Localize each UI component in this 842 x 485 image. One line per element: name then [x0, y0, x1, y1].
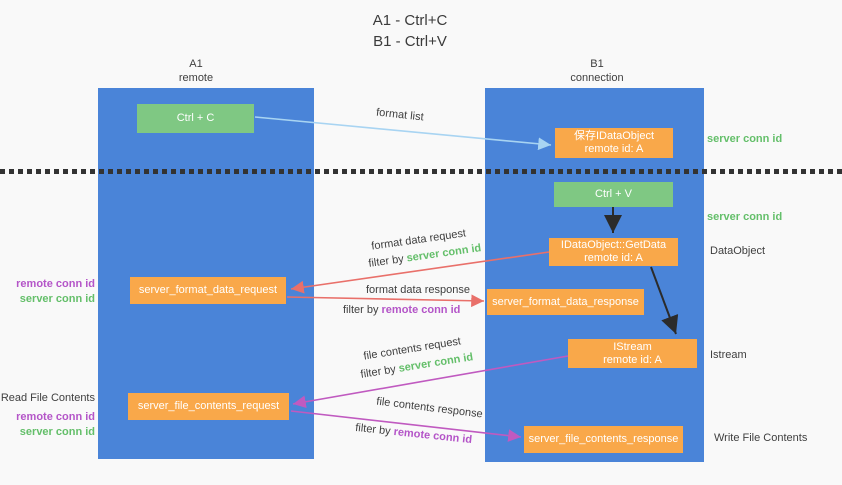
column-a-id: A1: [189, 58, 203, 70]
column-a-header: A1 remote: [136, 57, 256, 85]
format-data-response-arrow: [286, 294, 485, 308]
remote-conn-id-left-bottom: remote conn id: [16, 411, 95, 423]
ctrl-c-box: Ctrl + C: [137, 104, 254, 133]
istream-line2: remote id: A: [603, 353, 662, 366]
ctrl-v-label: Ctrl + V: [595, 188, 632, 200]
server-format-data-response-box: server_format_data_response: [487, 289, 644, 315]
title-line-2: B1 - Ctrl+V: [373, 33, 447, 50]
save-idataobject-line1: 保存IDataObject: [573, 130, 655, 142]
istream-box: IStream remote id: A: [568, 339, 697, 368]
diagram-title: A1 - Ctrl+C B1 - Ctrl+V: [330, 10, 490, 52]
read-file-contents-label: Read File Contents: [0, 392, 95, 404]
filter-by-text: filter by: [343, 304, 382, 316]
conn-id-block-mid: remote conn id server conn id: [16, 277, 95, 307]
filter-by-remote-conn-id-label-1: filter by remote conn id: [343, 304, 460, 316]
server-file-contents-response-box: server_file_contents_response: [524, 426, 683, 453]
title-line-1: A1 - Ctrl+C: [372, 12, 448, 29]
dataobject-label: DataObject: [710, 245, 766, 257]
idataobject-getdata-box: IDataObject::GetData remote id: A: [549, 238, 678, 266]
getdata-to-istream-arrow: [650, 266, 679, 335]
file-contents-request-arrow: [292, 355, 569, 409]
server-file-contents-request-label: server_file_contents_request: [137, 400, 280, 412]
write-file-contents-label: Write File Contents: [714, 432, 808, 444]
getdata-line1: IDataObject::GetData: [560, 239, 667, 251]
server-format-data-request-label: server_format_data_request: [138, 284, 278, 296]
istream-line1: IStream: [613, 340, 652, 353]
file-contents-response-arrow: [290, 410, 522, 442]
remote-conn-id-text: remote conn id: [381, 304, 461, 316]
save-idataobject-box: 保存IDataObject remote id: A: [555, 128, 673, 158]
column-a-role: remote: [178, 72, 214, 84]
server-format-data-response-label: server_format_data_response: [492, 295, 639, 308]
format-data-response-label: format data response: [366, 284, 470, 296]
server-conn-id-left-mid: server conn id: [19, 293, 95, 305]
machine-boundary-dotted-line: [0, 169, 842, 174]
format-data-request-arrow: [290, 251, 550, 294]
ctrl-c-label: Ctrl + C: [176, 112, 215, 124]
save-idataobject-line2: remote id: A: [584, 143, 644, 155]
getdata-line2: remote id: A: [584, 252, 643, 264]
format-list-arrow: [254, 116, 552, 151]
server-file-contents-request-box: server_file_contents_request: [128, 393, 289, 420]
column-b-id: B1: [590, 58, 604, 70]
conn-id-block-bottom: remote conn id server conn id: [16, 410, 95, 440]
column-b-role: connection: [570, 72, 624, 84]
server-format-data-request-box: server_format_data_request: [130, 277, 286, 304]
remote-conn-id-left-mid: remote conn id: [16, 278, 95, 290]
column-b-header: B1 connection: [537, 57, 657, 85]
istream-right-label: Istream: [710, 349, 747, 361]
server-conn-id-right-top: server conn id: [707, 133, 783, 145]
server-conn-id-right-mid: server conn id: [707, 211, 783, 223]
ctrl-v-box: Ctrl + V: [554, 182, 673, 207]
server-file-contents-response-label: server_file_contents_response: [528, 433, 679, 445]
server-conn-id-left-bottom: server conn id: [19, 426, 95, 438]
